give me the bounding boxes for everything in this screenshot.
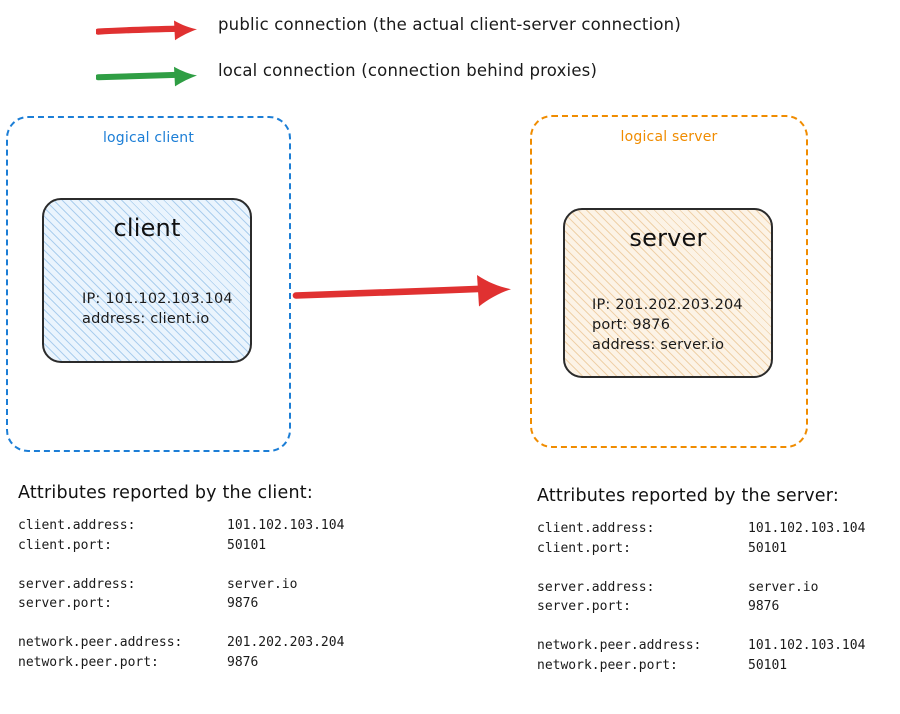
table-row: client.port: 50101 [18,536,344,556]
client-node[interactable]: client IP: 101.102.103.104 address: clie… [42,198,252,363]
logical-client-group: logical client [6,116,291,452]
red-arrow-icon [94,18,204,46]
attributes-server-panel: Attributes reported by the server: clien… [537,486,865,675]
server-node[interactable]: server IP: 201.202.203.204 port: 9876 ad… [563,208,773,378]
table-row: client.address: 101.102.103.104 [18,516,344,536]
attribute-value: 101.102.103.104 [227,518,345,533]
attribute-value: server.io [227,576,298,592]
attribute-key: network.peer.address: [537,638,702,653]
public-connection-arrow [292,268,522,318]
table-row: client.address: 101.102.103.104 [537,519,865,539]
attribute-value: 50101 [748,540,788,556]
attributes-client-panel: Attributes reported by the client: clien… [18,483,344,672]
attribute-value: server.io [748,579,819,595]
legend-label-public: public connection (the actual client-ser… [218,15,681,34]
attribute-key [537,617,748,637]
attribute-value: 9876 [227,654,259,670]
attribute-key [18,614,227,634]
logical-server-label: logical server [620,129,718,145]
server-node-title: server [629,224,707,252]
attribute-key: server.port: [18,596,112,611]
table-row: server.address: server.io [18,575,344,595]
table-row: server.address: server.io [537,578,865,598]
table-row-spacer [18,555,344,575]
legend-label-local: local connection (connection behind prox… [218,61,598,80]
attributes-server-heading: Attributes reported by the server: [537,486,839,506]
attribute-value: 9876 [748,599,780,614]
attribute-value: 201.202.203.204 [227,635,345,650]
attribute-value: 9876 [227,596,259,611]
server-node-details: IP: 201.202.203.204 port: 9876 address: … [565,295,771,355]
attribute-key: server.port: [537,599,631,614]
attribute-value: 50101 [227,537,267,553]
server-node-detail-port: port: 9876 [592,317,671,333]
legend: public connection (the actual client-ser… [0,0,900,100]
client-node-title: client [113,214,181,242]
table-row: client.port: 50101 [537,539,865,559]
attribute-key: client.port: [18,537,112,553]
attribute-key: network.peer.address: [18,635,183,650]
table-row: server.port: 9876 [537,597,865,617]
attribute-value [227,614,344,634]
table-row: server.port: 9876 [18,594,344,614]
attribute-key: client.address: [537,521,655,536]
green-arrow-icon [95,64,204,92]
attribute-value: 50101 [748,657,788,673]
attributes-client-table: client.address: 101.102.103.104 client.p… [18,516,344,672]
table-row: network.peer.address: 201.202.203.204 [18,633,344,653]
table-row-spacer [537,617,865,637]
attributes-client-heading: Attributes reported by the client: [18,483,313,503]
logical-client-label: logical client [102,130,195,146]
table-row-spacer [537,558,865,578]
client-node-details: IP: 101.102.103.104 address: client.io [44,289,250,329]
attribute-key: network.peer.port: [537,657,678,673]
attribute-key: client.address: [18,518,136,533]
attribute-value [748,617,865,637]
table-row-spacer [18,614,344,634]
table-row: network.peer.port: 9876 [18,653,344,673]
server-node-detail-ip: IP: 201.202.203.204 [592,297,743,313]
attribute-value [227,555,344,575]
attribute-key: server.address: [18,576,136,592]
table-row: network.peer.port: 50101 [537,656,865,676]
server-node-detail-address: address: server.io [592,337,725,353]
client-node-detail-address: address: client.io [82,311,210,327]
attributes-server-table: client.address: 101.102.103.104 client.p… [537,519,865,675]
attribute-value: 101.102.103.104 [748,638,866,653]
attribute-key: client.port: [537,540,631,556]
logical-server-group: logical server [530,115,808,448]
client-node-detail-ip: IP: 101.102.103.104 [82,291,233,307]
attribute-key [18,555,227,575]
table-row: network.peer.address: 101.102.103.104 [537,636,865,656]
attribute-key: server.address: [537,579,655,595]
attribute-value: 101.102.103.104 [748,521,866,536]
attribute-key: network.peer.port: [18,654,159,670]
attribute-key [537,558,748,578]
attribute-value [748,558,865,578]
